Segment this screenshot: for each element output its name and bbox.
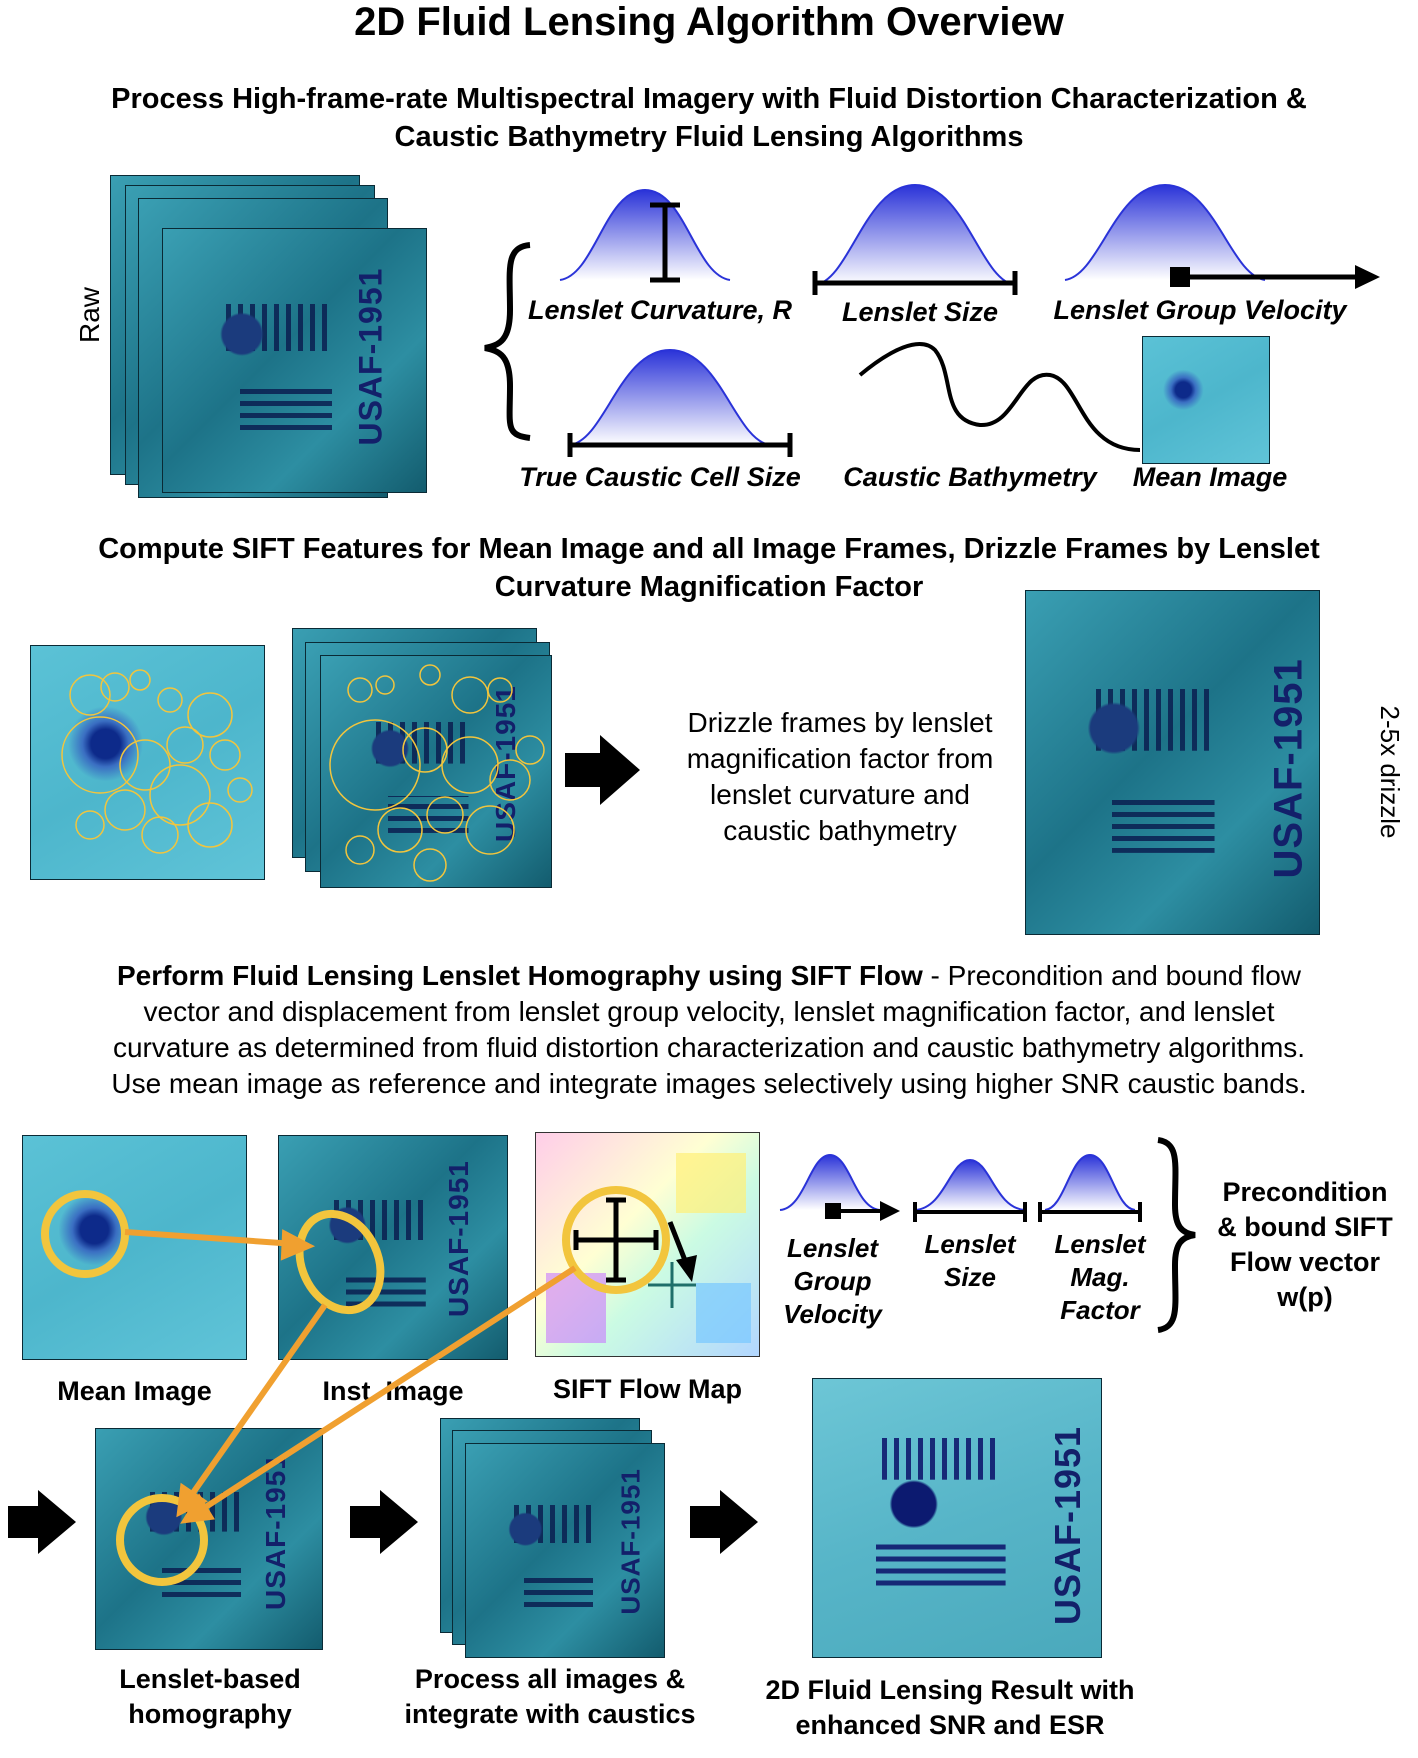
lenslet-group-velocity-label: Lenslet Group Velocity [1053, 295, 1347, 325]
small-label-gv-3: Velocity [783, 1299, 882, 1329]
caption-process-2: integrate with caustics [404, 1699, 696, 1729]
section3-line3: curvature as determined from fluid disto… [112, 1032, 1306, 1063]
bottom-arrow-2-icon [350, 1490, 418, 1554]
final-result-image: USAF-1951 [812, 1378, 1102, 1658]
bottom-arrow-3-icon [690, 1490, 758, 1554]
drizzle-line2: magnification factor from [686, 743, 994, 774]
caption-sift-flow-map: SIFT Flow Map [553, 1374, 742, 1404]
caption-result-1: 2D Fluid Lensing Result with [765, 1675, 1135, 1705]
small-label-size-2: Size [943, 1262, 997, 1292]
true-caustic-cell-size-label: True Caustic Cell Size [519, 462, 801, 492]
drizzle-line1: Drizzle frames by lenslet [687, 707, 993, 738]
usaf-label-final: USAF-1951 [1047, 1425, 1088, 1625]
section1-heading: Process High-frame-rate Multispectral Im… [0, 80, 1418, 156]
section3-heading-bold: Perform Fluid Lensing Lenslet Homography… [116, 960, 923, 991]
mean-image-thumb [1142, 336, 1270, 464]
drizzle-line3: lenslet curvature and [710, 779, 970, 810]
caption-homography-2: homography [128, 1699, 292, 1729]
caustic-bathymetry-curve [858, 342, 1141, 452]
homography-mean-image [22, 1135, 247, 1360]
small-label-group-velocity: Lenslet Group Velocity [770, 1232, 895, 1331]
process-frame-front: USAF-1951 [465, 1443, 665, 1658]
usaf-label-process: USAF-1951 [615, 1468, 646, 1615]
caption-mean-image: Mean Image [57, 1376, 212, 1406]
bell-group-velocity [1065, 185, 1265, 280]
bell-size [815, 185, 1015, 285]
lenslet-curvature-label: Lenslet Curvature, R [527, 295, 793, 325]
raw-frame-front: USAF-1951 [162, 228, 427, 493]
bell-caustic-cell [570, 350, 770, 445]
caption-result: 2D Fluid Lensing Result with enhanced SN… [725, 1673, 1175, 1743]
drizzled-frame: USAF-1951 [1025, 590, 1320, 935]
sift-frame-front: USAF-1951 [320, 655, 552, 888]
sift-frame-circles [329, 664, 545, 882]
caption-process: Process all images & integrate with caus… [375, 1662, 725, 1732]
usaf-label-inst: USAF-1951 [443, 1160, 474, 1317]
section3-line2: vector and displacement from lenslet gro… [143, 996, 1275, 1027]
precondition-line1: Precondition [1222, 1177, 1388, 1207]
small-label-gv-1: Lenslet [786, 1233, 879, 1263]
precondition-line4: w(p) [1277, 1282, 1333, 1312]
caption-homography-1: Lenslet-based [119, 1664, 301, 1694]
page-title: 2D Fluid Lensing Algorithm Overview [354, 0, 1064, 44]
section2-heading: Compute SIFT Features for Mean Image and… [0, 530, 1418, 606]
small-label-mf-2: Mag. [1070, 1262, 1130, 1292]
homography-result-image: USAF-1951 [95, 1428, 323, 1650]
section2-heading-line2: Curvature Magnification Factor [494, 571, 924, 603]
precondition-line3: Flow vector [1229, 1247, 1381, 1277]
drizzle-description: Drizzle frames by lenslet magnification … [650, 705, 1030, 849]
section3-line1: Perform Fluid Lensing Lenslet Homography… [0, 958, 1418, 994]
small-label-mag-factor: Lenslet Mag. Factor [1040, 1228, 1160, 1327]
right-arrow-icon [565, 735, 640, 805]
small-label-mf-3: Factor [1060, 1295, 1140, 1325]
usaf-label-homography: USAF-1951 [260, 1453, 291, 1610]
section1-heading-line2: Caustic Bathymetry Fluid Lensing Algorit… [394, 121, 1024, 153]
small-label-size: Lenslet Size [910, 1228, 1030, 1294]
caustic-bathymetry-label: Caustic Bathymetry [843, 462, 1097, 492]
precondition-line2: & bound SIFT [1217, 1212, 1393, 1242]
bottom-arrow-1-icon [8, 1490, 76, 1554]
small-label-size-1: Lenslet [924, 1229, 1016, 1259]
right-curly-brace [1157, 1137, 1196, 1333]
sift-flow-map [535, 1132, 760, 1357]
caption-homography: Lenslet-based homography [60, 1662, 360, 1732]
caption-process-1: Process all images & [414, 1664, 686, 1694]
caption-result-2: enhanced SNR and ESR [795, 1710, 1105, 1740]
sift-mean-circles [61, 669, 253, 854]
section3-paragraph: Perform Fluid Lensing Lenslet Homography… [0, 958, 1418, 1102]
caption-inst-image: Inst. Image [322, 1376, 464, 1406]
usaf-label: USAF-1951 [352, 267, 389, 446]
section3-line4: Use mean image as reference and integrat… [111, 1068, 1307, 1099]
section3-heading-rest: - Precondition and bound flow [922, 960, 1302, 991]
section2-heading-line1: Compute SIFT Features for Mean Image and… [98, 533, 1320, 565]
curly-brace [484, 242, 531, 441]
bell-curvature [560, 190, 730, 280]
homography-inst-image: USAF-1951 [278, 1135, 508, 1360]
precondition-text: Precondition & bound SIFT Flow vector w(… [1200, 1175, 1410, 1315]
raw-frames-label: Raw frames [74, 272, 145, 358]
drizzle-side-label: 2-5x drizzle [1375, 705, 1405, 839]
usaf-label-drizzled: USAF-1951 [1266, 658, 1311, 879]
small-label-gv-2: Group [793, 1266, 872, 1296]
drizzle-line4: caustic bathymetry [723, 815, 957, 846]
mean-image-label: Mean Image [1132, 462, 1288, 492]
section1-heading-line1: Process High-frame-rate Multispectral Im… [111, 83, 1307, 115]
characterization-graphics [484, 183, 1380, 457]
small-bells [779, 1153, 1142, 1222]
lenslet-size-label: Lenslet Size [841, 297, 999, 327]
small-label-mf-1: Lenslet [1054, 1229, 1146, 1259]
